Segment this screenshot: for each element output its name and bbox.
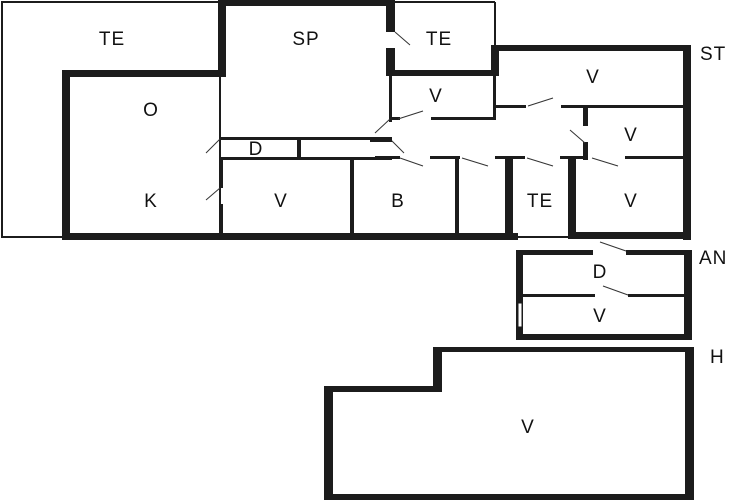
door-swing-te-small (526, 157, 554, 167)
door-swing-v-small (397, 110, 424, 120)
wall-under-te-top (386, 70, 498, 76)
room-label-v-h: V (521, 417, 535, 438)
wall-corridor-5 (625, 156, 685, 159)
wall-d-connector (370, 139, 392, 142)
wall-h-outline (324, 347, 694, 500)
floor-an: AN (516, 241, 727, 340)
door-swing-v-st-top (527, 97, 554, 107)
floor-label-h: H (710, 347, 725, 368)
room-label-v-st-top: V (586, 67, 600, 88)
floor-label-st: ST (700, 44, 726, 65)
window-an (518, 303, 522, 327)
wall-v1-left-upper (219, 158, 223, 188)
door-swing-an-entry (599, 241, 627, 252)
wall-v1-b (350, 158, 354, 236)
wall-v-st-top-bottom-left (496, 105, 526, 108)
room-label-v-an: V (593, 306, 607, 327)
wall-top-sp (218, 0, 390, 6)
door-swing-corridor-b (389, 138, 405, 154)
wall-sp-right-upper (386, 0, 395, 32)
wall-bottom-main (62, 233, 518, 240)
wall-an-mid-right (628, 294, 686, 297)
room-label-v-small-top: V (429, 86, 443, 107)
wall-an-top-right (626, 250, 692, 255)
door-swing-corridor-a (374, 118, 391, 134)
wall-left-ok (62, 70, 70, 240)
room-label-v-st-mid: V (624, 125, 638, 146)
wall-v-st-mid-left-upper (583, 106, 588, 126)
wall-v1-left-lower (219, 204, 223, 236)
floor-h: H (324, 347, 725, 500)
wall-an-left (516, 250, 523, 340)
door-swing-k (205, 187, 221, 201)
wall-d-bottom (220, 157, 392, 160)
wall-d-divider (297, 139, 301, 159)
room-label-te-left: TE (99, 29, 125, 50)
wall-an-mid-left (523, 294, 595, 297)
room-labels: TE SP TE O D K V B TE V V V V D V V (99, 29, 638, 438)
wall-st-right (683, 45, 691, 240)
door-swing-te-top (394, 31, 411, 46)
room-label-d: D (249, 139, 264, 160)
wall-v-st-mid-left-lower (583, 142, 588, 160)
room-label-te-top: TE (426, 29, 452, 50)
door-swing-wc (461, 157, 489, 167)
wall-under-te (62, 70, 226, 77)
room-label-k: K (144, 191, 158, 212)
room-label-sp: SP (292, 29, 319, 50)
room-label-o: O (143, 100, 159, 121)
room-label-v-st-bottom: V (624, 191, 638, 212)
window-an-frame (517, 302, 523, 328)
wall-corridor-2 (430, 156, 460, 159)
wall-v-small-right (493, 74, 496, 120)
wall-v-st-bottom (568, 232, 691, 239)
wall-wc-te (505, 156, 513, 238)
door-swing-v-st-bottom (591, 157, 619, 167)
door-swing-an-v (602, 285, 629, 296)
room-label-b: B (391, 191, 405, 212)
wall-v-small-bottom-left (390, 117, 400, 120)
room-label-v1: V (274, 191, 288, 212)
wall-d-top (220, 137, 392, 140)
wall-v-st-top-bottom-right (561, 105, 685, 108)
wall-te-sp (218, 0, 226, 76)
wall-sp-right-thin (389, 74, 392, 122)
floor-st: ST (1, 0, 726, 240)
wall-an-top-left (516, 250, 593, 255)
wall-sp-right-lower (386, 48, 395, 74)
wall-b-wc (455, 158, 459, 236)
wall-an-bottom (516, 334, 692, 340)
wall-st-top (491, 45, 689, 51)
wall-st-corner (491, 45, 499, 76)
room-label-te-small: TE (527, 191, 553, 212)
room-label-d-an: D (593, 262, 608, 283)
floor-label-an: AN (699, 248, 727, 269)
wall-te-v (568, 156, 576, 238)
wall-v-small-bottom-right (431, 117, 496, 120)
door-swing-v-st-mid (569, 129, 586, 144)
wall-an-right (684, 250, 692, 340)
door-swing-d (205, 138, 221, 154)
door-swing-b (399, 157, 424, 167)
